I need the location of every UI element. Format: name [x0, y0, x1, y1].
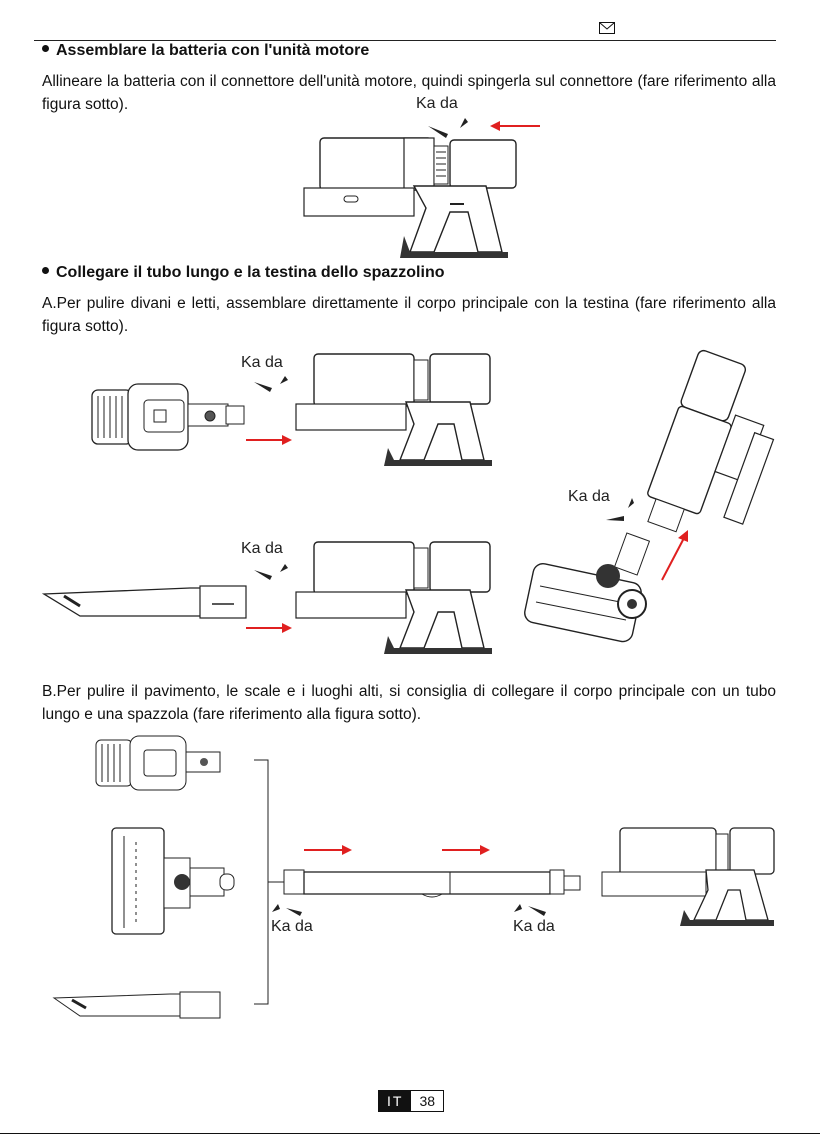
page-number: 38 — [419, 1093, 436, 1109]
click-label-2: Ka da — [241, 354, 283, 371]
footer-rule — [0, 1133, 820, 1134]
figure-floor-brush-diagonal — [524, 349, 775, 643]
section2-body: A.Per pulire divani e letti, assemblare … — [42, 295, 776, 335]
click-label-1: Ka da — [416, 95, 458, 112]
mail-icon — [599, 22, 615, 34]
section3-body: B.Per pulire il pavimento, le scale e i … — [42, 683, 776, 723]
figure-battery-motor — [303, 118, 540, 258]
figure-long-tube-assembly — [52, 735, 775, 1019]
bullet-icon — [42, 45, 49, 53]
section2-heading: Collegare il tubo lungo e la testina del… — [42, 264, 444, 282]
click-label-4: Ka da — [568, 488, 610, 505]
section1-heading-text: Assemblare la batteria con l'unità motor… — [56, 42, 370, 59]
click-label-6: Ka da — [513, 918, 555, 935]
section1-body: Allineare la batteria con il connettore … — [42, 73, 776, 113]
figure-brush-to-body — [91, 353, 492, 466]
click-label-5: Ka da — [271, 918, 313, 935]
section1-heading: Assemblare la batteria con l'unità motor… — [42, 42, 369, 60]
header-rule — [34, 40, 776, 41]
bullet-icon — [42, 267, 49, 275]
section2-heading-text: Collegare il tubo lungo e la testina del… — [56, 264, 445, 281]
page-footer: IT 38 — [378, 1090, 445, 1112]
figure-crevice-to-body — [41, 541, 492, 654]
language-tag: IT — [379, 1091, 412, 1111]
click-label-3: Ka da — [241, 540, 283, 557]
